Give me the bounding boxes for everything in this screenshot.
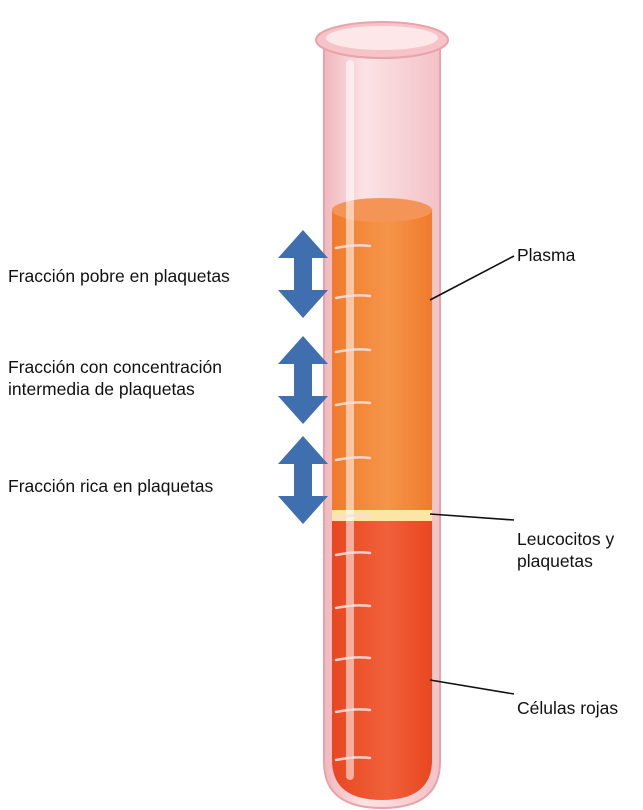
- label-intermediate-fraction: Fracción con concentración intermedia de…: [8, 356, 222, 400]
- leader-line-buffy-coat: [429, 513, 515, 521]
- label-plasma: Plasma: [517, 245, 576, 265]
- red-cells-layer: [332, 521, 432, 800]
- arrow-poor-fraction: [278, 230, 328, 318]
- tube-opening: [326, 26, 438, 50]
- label-intermediate-line-1: Fracción con concentración: [8, 357, 222, 377]
- label-poor-fraction: Fracción pobre en plaquetas: [8, 266, 230, 286]
- label-buffy-coat-line-2: plaquetas: [517, 551, 593, 571]
- arrow-intermediate-fraction: [278, 336, 328, 424]
- plasma-layer: [332, 210, 432, 512]
- buffy-coat-layer: [332, 510, 432, 522]
- label-rich-fraction: Fracción rica en plaquetas: [8, 476, 214, 496]
- plasma-meniscus: [332, 198, 432, 222]
- arrow-rich-fraction: [278, 436, 328, 524]
- label-buffy-coat-line-1: Leucocitos y: [517, 529, 615, 549]
- label-buffy-coat: Leucocitos y plaquetas: [517, 528, 614, 572]
- label-red-cells: Células rojas: [517, 698, 619, 718]
- leader-line-red-cells: [429, 679, 515, 695]
- glass-highlight: [346, 60, 354, 780]
- label-intermediate-line-2: intermedia de plaquetas: [8, 379, 195, 399]
- leader-line-plasma: [429, 255, 515, 301]
- graduation-marks: [334, 244, 372, 762]
